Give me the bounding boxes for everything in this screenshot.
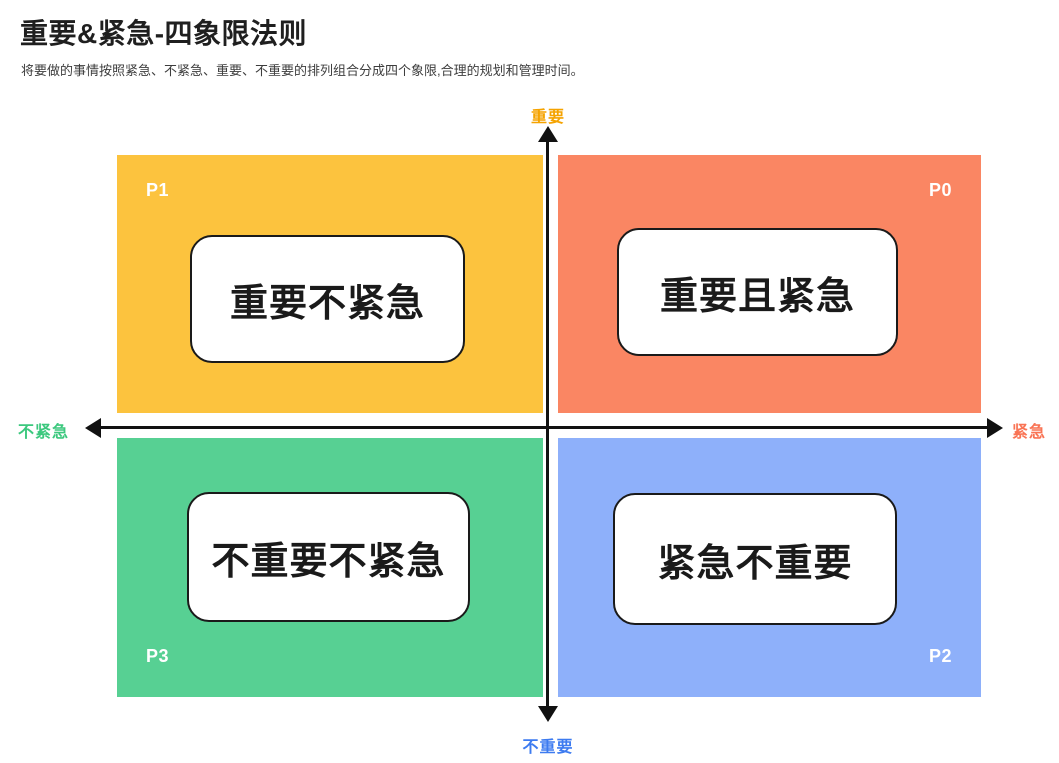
callout-urgent-not-important: 紧急不重要 <box>613 493 897 625</box>
priority-badge-p1: P1 <box>146 180 170 200</box>
page-title: 重要&紧急-四象限法则 <box>20 18 308 49</box>
priority-badge-p0: P0 <box>928 180 952 200</box>
arrow-down-icon <box>538 706 558 722</box>
callout-important-not-urgent: 重要不紧急 <box>190 235 465 363</box>
axis-label-important: 重要 <box>530 109 566 126</box>
priority-badge-p3: P3 <box>146 646 170 666</box>
page-subtitle: 将要做的事情按照紧急、不紧急、重要、不重要的排列组合分成四个象限,合理的规划和管… <box>21 63 584 78</box>
callout-not-important-not-urgent: 不重要不紧急 <box>187 492 470 622</box>
horizontal-axis-line <box>95 426 992 429</box>
arrow-right-icon <box>987 417 1003 438</box>
axis-label-urgent: 紧急 <box>1012 424 1047 441</box>
callout-important-urgent: 重要且紧急 <box>617 228 898 356</box>
axis-label-not-important: 不重要 <box>522 739 574 756</box>
vertical-axis-line <box>546 138 549 712</box>
axis-label-not-urgent: 不紧急 <box>18 424 70 441</box>
arrow-up-icon <box>538 126 558 142</box>
arrow-left-icon <box>85 417 101 438</box>
priority-badge-p2: P2 <box>928 646 952 666</box>
